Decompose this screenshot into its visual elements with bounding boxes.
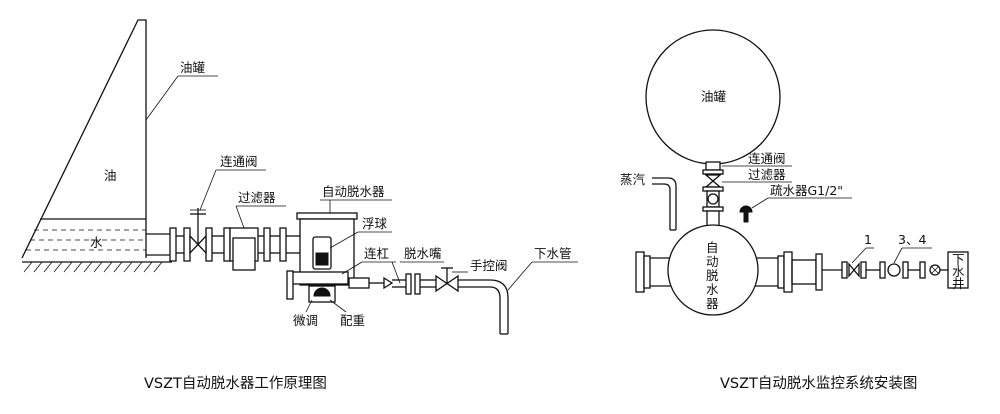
filter-label-right: 过滤器 [748,167,786,182]
connecting-valve-right [704,174,722,188]
dehydrator-left [286,212,370,303]
num-1-label: 1 [864,232,872,247]
float-label: 浮球 [362,216,388,231]
water-label: 水 [90,235,103,250]
dehydrator-label-right-5: 器 [706,296,719,311]
left-caption: VSZT自动脱水器工作原理图 [144,375,327,392]
tank-leader [145,75,179,121]
valve-label: 连通阀 [220,154,258,169]
left-diagram: 油 水 油罐 [21,19,578,392]
dehydrator-label: 自动脱水器 [322,184,385,199]
drain-well-label-2: 水 [952,264,965,279]
filter-left [229,227,259,271]
steam-label: 蒸汽 [620,172,646,187]
trap-symbol [739,205,753,213]
num-34-label: 3、4 [898,232,926,247]
ground-hatch [22,261,172,273]
water-area [26,218,146,251]
dehydrator-label-right-4: 水 [706,282,719,297]
drain-well-label-1: 下 [952,252,965,267]
steam-line [652,177,677,231]
filter-label: 过滤器 [238,190,276,205]
rod-label: 连杠 [364,246,389,261]
dehydrator-label-right-1: 自 [706,240,719,255]
connecting-valve-left [189,208,207,255]
right-diagram: 油罐 蒸汽 连通阀 过滤器 疏水器G1/2" [620,29,969,392]
oil-label: 油 [104,168,117,183]
manual-valve-label: 手控阀 [470,258,508,273]
dehydrator-label-right-3: 脱 [706,268,719,283]
counterweight-label: 配重 [340,313,365,328]
right-caption: VSZT自动脱水监控系统安装图 [720,375,917,392]
dehydrator-label-right-2: 动 [706,254,719,269]
tank-label-right: 油罐 [701,89,727,104]
dehydrator-right [635,224,823,316]
tank-wall [21,19,147,259]
outlet-line-right [822,251,969,289]
drain-pipe-label: 下水管 [534,246,572,261]
drain-well-label-3: 井 [952,276,965,291]
valve-label-right: 连通阀 [748,151,786,166]
main-pipe [146,227,300,262]
nozzle-label: 脱水嘴 [404,246,442,261]
trap-label: 疏水器G1/2" [770,183,843,198]
fine-tune-label: 微调 [293,313,318,328]
outlet-pipe-left [369,267,509,335]
tank-label: 油罐 [180,60,206,75]
